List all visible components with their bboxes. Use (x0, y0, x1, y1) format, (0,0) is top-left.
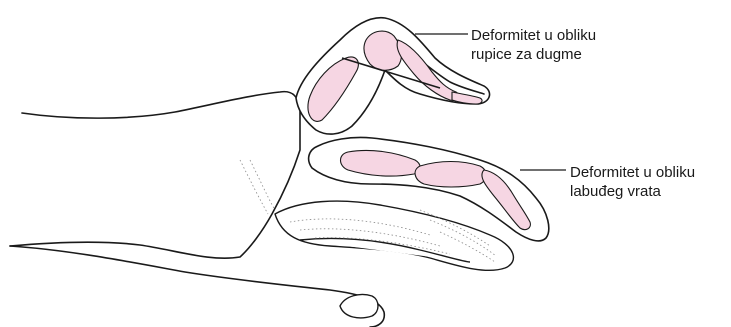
swan-neck-label-line1: Deformitet u obliku (570, 163, 695, 182)
swan-neck-label-line2: labuđeg vrata (570, 182, 695, 201)
boutonniere-label-line2: rupice za dugme (471, 45, 596, 64)
boutonniere-label-line1: Deformitet u obliku (471, 26, 596, 45)
boutonniere-deformity-label: Deformitet u obliku rupice za dugme (471, 26, 596, 64)
curled-fingers (275, 201, 513, 270)
swan-neck-deformity-label: Deformitet u obliku labuđeg vrata (570, 163, 695, 201)
